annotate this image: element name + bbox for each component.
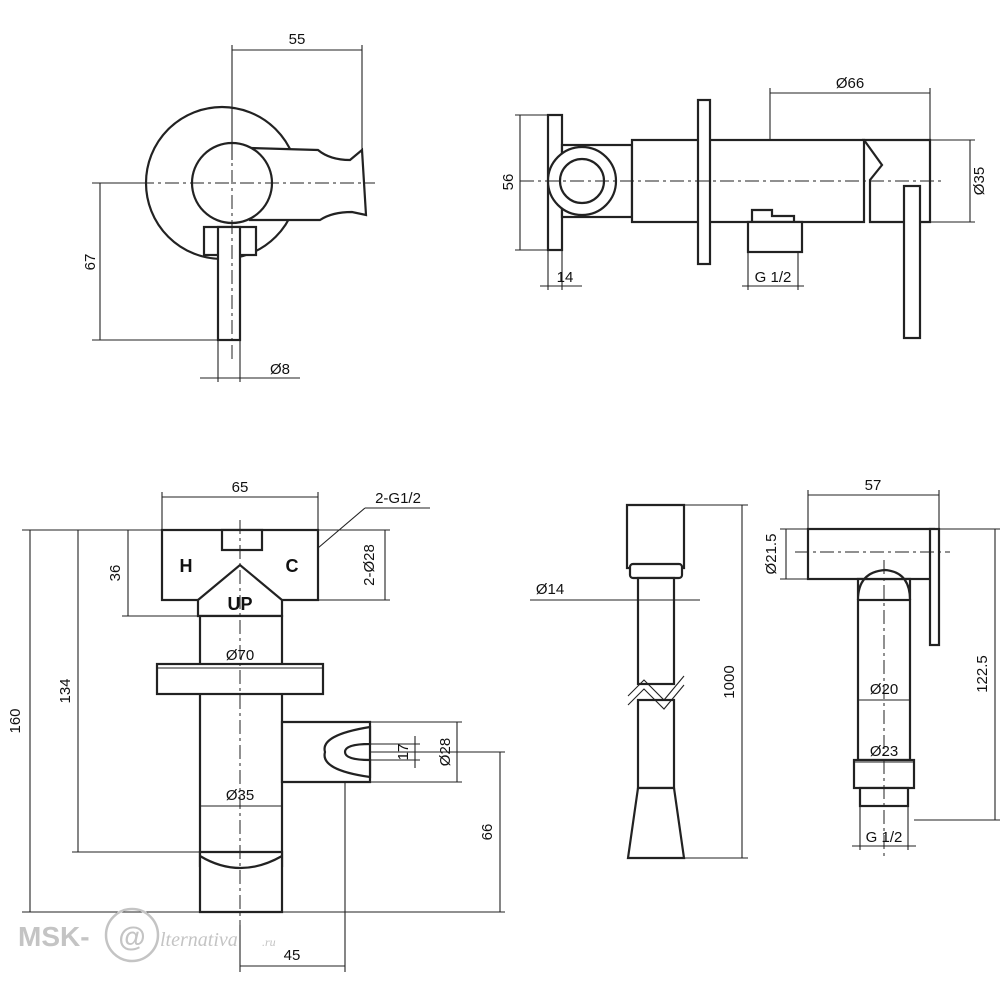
side-lever [902,184,922,340]
watermark-text: lternativa [160,929,238,951]
dim-label-d23: Ø23 [870,743,898,760]
watermark-at: @ [118,921,145,952]
watermark-at-circle [104,907,160,963]
dim-label-d20: Ø20 [870,681,898,698]
hose-upper [636,576,676,686]
dim-label-36: 36 [107,565,124,582]
dim-label-66: 66 [479,824,496,841]
valve-cold-label: C [286,556,299,576]
dim-label-160: 160 [7,708,24,733]
front-view: 55 67 Ø8 [82,31,375,382]
hose-bottom-fitting [626,786,686,860]
side-outlet-nut [746,220,804,254]
dim-label-57: 57 [865,477,882,494]
hose-top-fitting [625,503,686,570]
dim-label-d14: Ø14 [536,581,564,598]
valve-outlet-curve [199,855,283,870]
hose-break-mark [627,684,685,710]
side-flange [696,98,712,266]
valve-hot-label: H [180,556,193,576]
hose-top-nut [628,562,684,580]
front-holder-arm [248,146,368,222]
side-view: 56 14 Ø66 Ø35 G 1/2 [500,75,988,340]
watermark-brand: MSK- [18,921,90,952]
shower-button [928,527,941,647]
leader-2-g12 [317,507,366,549]
dim-label-2-g12: 2-G1/2 [375,490,421,507]
dim-label-1000: 1000 [721,665,738,698]
dim-label-55: 55 [289,31,306,48]
dim-label-67: 67 [82,254,99,271]
front-lever [216,225,242,342]
valve-body [198,614,284,868]
valve-view: H C UP 65 2-G1/2 2-Ø28 36 160 134 [7,479,505,972]
shower-neck [856,568,912,601]
watermark-domain: .ru [262,935,276,949]
dim-label-65: 65 [232,479,249,496]
valve-head-slot [220,528,264,552]
dim-label-g12: G 1/2 [755,269,792,286]
dim-label-2-d28: 2-Ø28 [361,544,378,586]
dim-label-14: 14 [557,269,574,286]
hose-break-mark [627,675,685,701]
dim-label-134: 134 [57,678,74,703]
dim-label-45: 45 [284,947,301,964]
dim-label-d66: Ø66 [836,75,864,92]
dim-label-d35-valve: Ø35 [226,787,254,804]
hose-view: Ø14 1000 [530,503,748,860]
shower-head [806,527,936,581]
dim-label-d35: Ø35 [971,167,988,195]
dim-label-122-5: 122.5 [974,655,991,693]
dim-label-d8: Ø8 [270,361,290,378]
dim-label-d70: Ø70 [226,647,254,664]
shower-view: 57 Ø21.5 122.5 Ø20 Ø23 G 1/2 [763,477,1000,860]
dim-label-d21-5: Ø21.5 [763,534,780,575]
hose-lower [636,698,676,790]
dim-label-g12-shower: G 1/2 [866,829,903,846]
watermark: MSK- @ lternativa .ru [18,907,276,963]
dim-label-56: 56 [500,174,517,191]
